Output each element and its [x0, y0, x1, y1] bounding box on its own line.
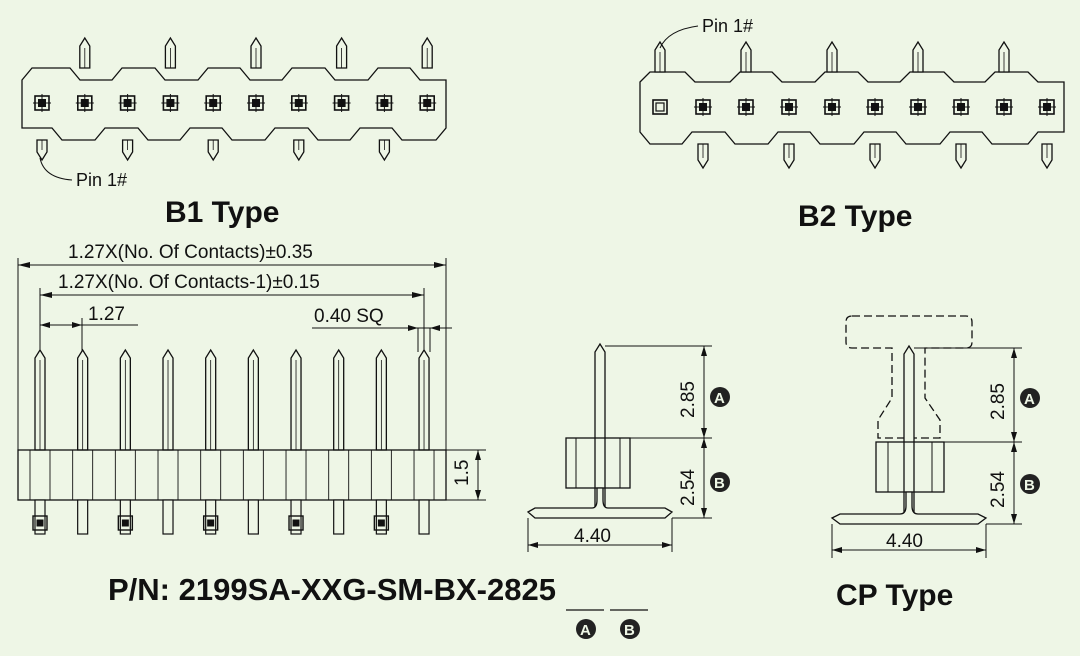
- front-tail: [373, 499, 390, 535]
- side-view: 2.85 2.54 A B 4.40: [526, 342, 730, 552]
- b1-pad: [118, 94, 137, 112]
- b1-title: B1 Type: [165, 196, 279, 229]
- b2-pin1-leader: [659, 25, 699, 49]
- side-dim-a-label: 2.85: [678, 381, 699, 418]
- cp-foot-label: 4.40: [886, 531, 923, 552]
- b1-top-view: Pin 1# B1 Type: [21, 36, 447, 229]
- b2-housing-outline: [639, 71, 1065, 145]
- pin-sq-label: 0.40 SQ: [314, 306, 384, 327]
- side-foot: [526, 487, 674, 519]
- b1-pad: [204, 94, 223, 112]
- cp-title: CP Type: [836, 579, 953, 612]
- side-pin: [594, 342, 606, 511]
- b1-pad: [75, 94, 94, 112]
- front-view: 1.27X(No. Of Contacts)±0.35 1.27X(No. Of…: [17, 242, 486, 535]
- svg-text:A: A: [1024, 391, 1035, 408]
- b2-pad: [652, 99, 668, 115]
- pn-code-a: 28: [487, 572, 521, 607]
- b1-pad: [247, 94, 265, 112]
- pn-marker-a-icon: [576, 619, 596, 639]
- b2-pin-tails: [654, 40, 1053, 170]
- side-marker-b-icon: [710, 472, 730, 492]
- pitch-length-label: 1.27X(No. Of Contacts-1)±0.15: [58, 272, 320, 293]
- front-tail: [77, 499, 89, 535]
- front-tail: [418, 499, 430, 535]
- b1-pad: [332, 94, 351, 112]
- b2-pad: [995, 98, 1013, 116]
- b1-pad: [289, 94, 308, 112]
- front-tail: [32, 499, 48, 535]
- svg-text:P/N: 2199SA-XXG-SM-BX-2825: P/N: 2199SA-XXG-SM-BX-2825: [108, 572, 556, 607]
- front-tail: [117, 499, 134, 535]
- b2-pad: [780, 98, 798, 116]
- b1-pin1-label: Pin 1#: [76, 170, 127, 190]
- front-housing: [17, 449, 447, 501]
- svg-text:B: B: [624, 622, 635, 639]
- cp-pickup-cap: [845, 315, 973, 439]
- cp-marker-a-icon: [1020, 388, 1040, 408]
- b1-pad: [418, 94, 437, 112]
- b1-pad: [161, 94, 180, 112]
- front-tail: [202, 499, 219, 535]
- svg-text:A: A: [580, 622, 591, 639]
- cp-marker-b-icon: [1020, 474, 1040, 494]
- pn-marker-b-icon: [620, 619, 640, 639]
- cp-dim-b-label: 2.54: [988, 471, 1009, 508]
- b2-pad: [823, 98, 841, 116]
- side-dim-b-label: 2.54: [678, 469, 699, 506]
- b2-pad: [1038, 98, 1056, 116]
- svg-text:A: A: [714, 390, 725, 407]
- b2-pad: [909, 98, 927, 116]
- pn-code-b: 25: [521, 572, 555, 607]
- part-number: P/N: 2199SA-XXG-SM-BX-2825 A B: [108, 572, 648, 639]
- total-length-label: 1.27X(No. Of Contacts)±0.35: [68, 242, 313, 263]
- b1-pin1-leader: [39, 157, 73, 181]
- b1-contact-pads: [33, 94, 437, 112]
- b2-pad: [952, 98, 970, 116]
- b1-housing-outline: [21, 67, 447, 141]
- cp-dim-a-label: 2.85: [988, 383, 1009, 420]
- pn-prefix: P/N: 2199SA-XXG-SM-BX-: [108, 572, 487, 607]
- b2-pad: [694, 98, 712, 116]
- housing-height-label: 1.5: [452, 460, 473, 486]
- front-tail: [333, 499, 345, 535]
- cp-foot: [830, 491, 988, 525]
- svg-text:B: B: [714, 475, 725, 492]
- b1-pad: [33, 94, 51, 112]
- b1-pin-tails: [36, 36, 433, 162]
- front-tail: [247, 499, 259, 535]
- side-marker-a-icon: [710, 387, 730, 407]
- b2-pin1-label: Pin 1#: [702, 16, 753, 36]
- front-pins: [34, 348, 430, 451]
- b2-top-view: Pin 1# B2 Type: [639, 16, 1065, 233]
- pitch-label: 1.27: [88, 304, 125, 325]
- front-tail: [288, 499, 304, 535]
- b2-title: B2 Type: [798, 200, 912, 233]
- front-tails: [32, 499, 430, 535]
- front-tail: [162, 499, 174, 535]
- svg-text:B: B: [1024, 477, 1035, 494]
- b1-pad: [375, 94, 394, 112]
- cp-view: 2.85 2.54 A B 4.40 CP Type: [830, 315, 1040, 612]
- b2-contact-pads: [652, 98, 1056, 116]
- side-foot-label: 4.40: [574, 526, 611, 547]
- b2-pad: [737, 98, 755, 116]
- b2-pad: [866, 98, 884, 116]
